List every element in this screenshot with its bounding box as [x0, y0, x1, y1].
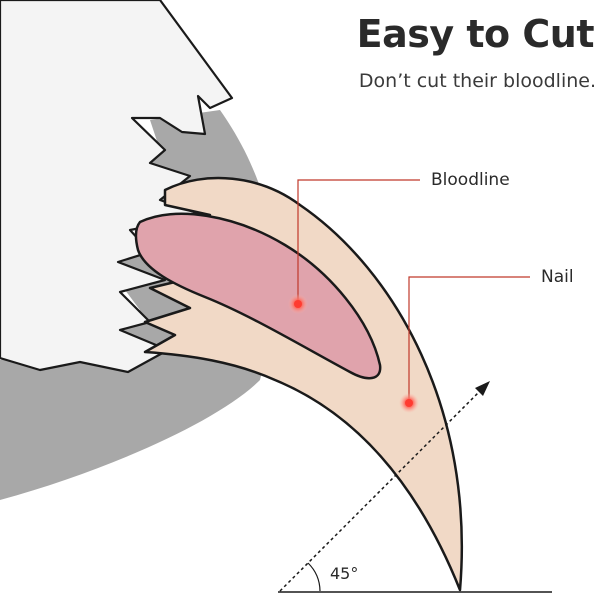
angle-label: 45°	[330, 564, 359, 583]
bloodline-label: Bloodline	[431, 170, 510, 190]
bloodline-shape	[134, 212, 382, 380]
nail-leader-line	[408, 276, 530, 403]
page-title: Easy to Cut	[356, 12, 595, 56]
bloodline-marker	[294, 300, 302, 308]
bloodline-leader-line	[297, 179, 420, 304]
angle-arc	[307, 562, 321, 592]
nail-label: Nail	[541, 267, 574, 287]
nail-marker	[405, 399, 413, 407]
arrowhead-icon	[475, 381, 490, 396]
page-subtitle: Don’t cut their bloodline.	[358, 70, 596, 92]
